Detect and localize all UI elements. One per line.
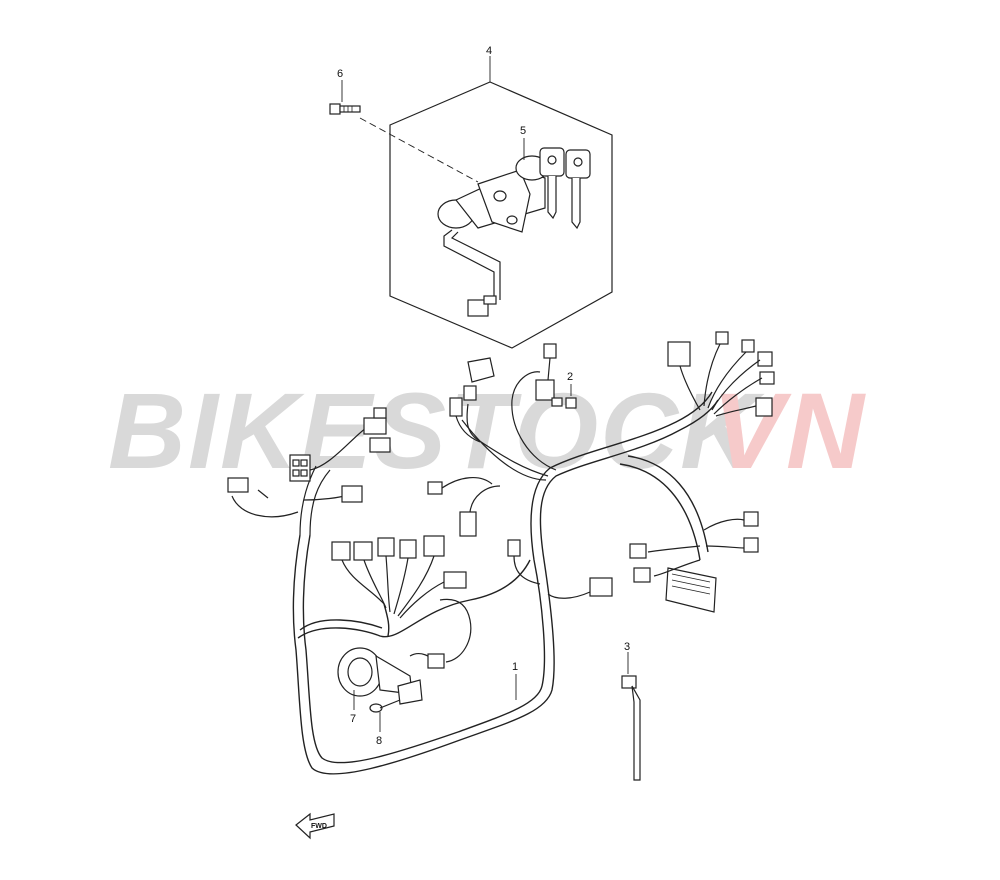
connector-cluster-top	[449, 343, 577, 443]
watermark-text-main: BIKESTOCK	[108, 370, 765, 491]
harness-main-inner	[302, 391, 713, 764]
callout-7: 7	[350, 713, 356, 725]
watermark-text-accent: VN	[712, 370, 866, 491]
harness-main-outer	[292, 399, 719, 775]
bolt-icon	[329, 103, 361, 115]
callout-6: 6	[337, 68, 343, 80]
connector-row-middle	[331, 535, 467, 637]
callout-8: 8	[376, 735, 382, 747]
connector-cluster-lower-right	[629, 511, 759, 613]
harness-branch-top	[511, 371, 557, 471]
wiring-harness	[292, 371, 719, 775]
harness-branch-top-2	[466, 403, 549, 477]
fwd-arrow-icon: FWD	[295, 812, 335, 840]
harness-left-stem-2	[309, 469, 331, 536]
harness-branch-top-3	[461, 419, 547, 481]
screw-icon	[369, 699, 401, 713]
harness-fanout	[383, 603, 390, 637]
callout-1: 1	[512, 661, 518, 673]
cable-tie-icon	[621, 675, 641, 781]
bolt-dashed-guide	[359, 117, 479, 183]
harness-upper-branch-2	[299, 619, 383, 631]
harness-right-branch-2	[627, 455, 709, 553]
callout-5: 5	[520, 125, 526, 137]
fwd-label: FWD	[311, 823, 327, 830]
clamp-icon	[565, 397, 577, 409]
ignition-switch-icon	[437, 155, 549, 317]
key-icon	[539, 147, 591, 230]
ignition-switch-assembly: 4 6 5	[329, 45, 613, 349]
callout-3: 3	[624, 641, 630, 653]
watermark: BIKESTOCK VN	[108, 370, 866, 491]
horn-icon	[337, 598, 472, 705]
connector-cluster-left	[227, 407, 391, 518]
connector-fan-right	[667, 331, 775, 417]
harness-right-branch	[619, 463, 701, 561]
connector-cluster-center	[427, 477, 613, 599]
callout-4: 4	[486, 45, 492, 57]
harness-upper-branch	[297, 559, 531, 639]
harness-left-stem	[299, 465, 317, 536]
callout-2: 2	[567, 371, 573, 383]
